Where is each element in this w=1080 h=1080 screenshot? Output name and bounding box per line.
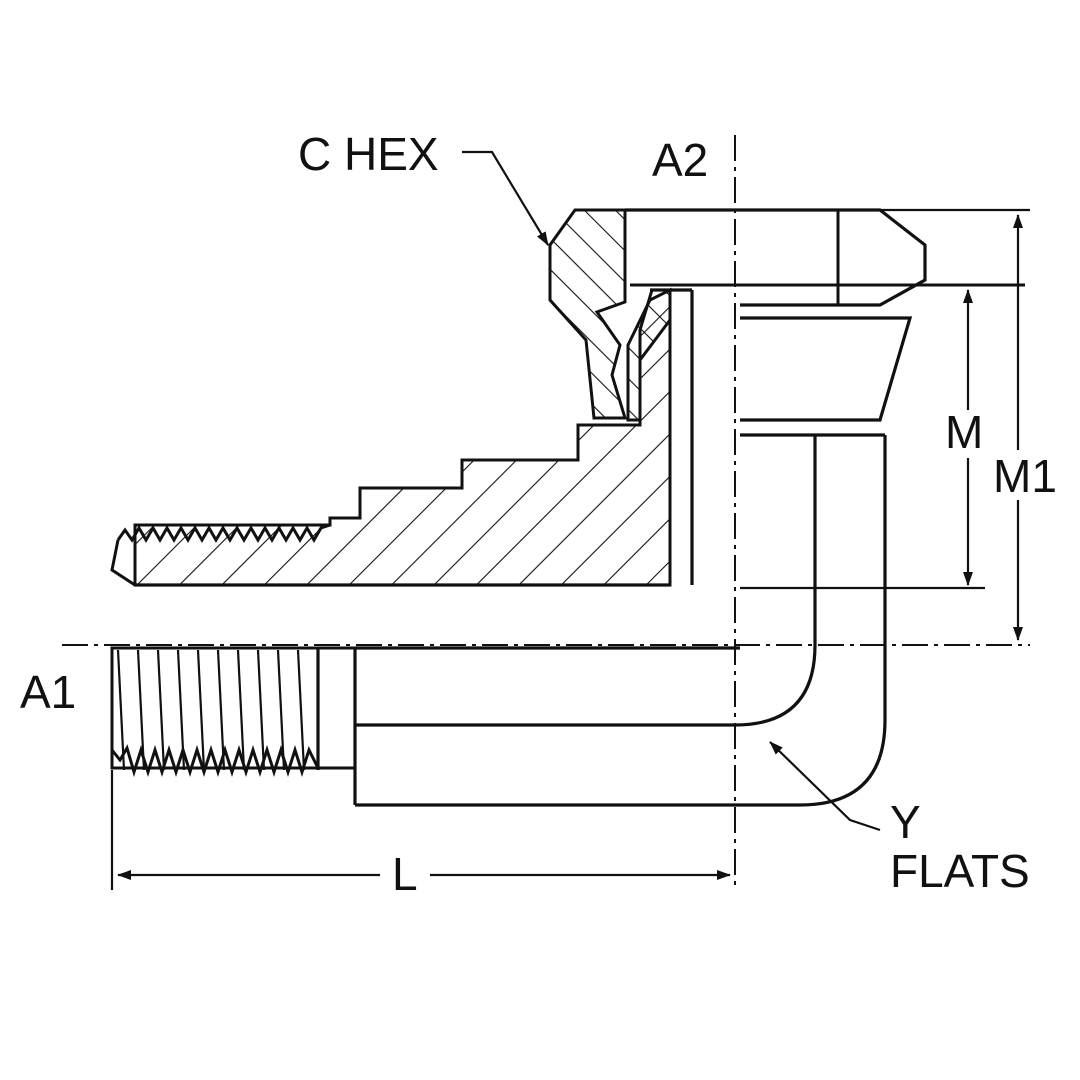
a1-label: A1 [20, 666, 76, 718]
l-label: L [392, 848, 418, 900]
c-hex-leader [462, 150, 549, 246]
elbow-outer-curve [355, 645, 887, 807]
thread-bottom [110, 744, 320, 778]
y-label: Y [890, 796, 921, 848]
nut-cone [740, 316, 913, 422]
thread-chamfer-top [110, 539, 136, 587]
a2-label: A2 [652, 134, 708, 186]
thread-lines [116, 649, 306, 771]
m-label: M [945, 406, 983, 458]
elbow-inner-curve [355, 644, 817, 727]
flats-label: FLATS [890, 845, 1030, 897]
thread-top [116, 523, 331, 543]
y-flats-leader [769, 741, 881, 832]
m1-label: M1 [993, 450, 1057, 502]
swivel-nut-section [548, 208, 628, 420]
c-hex-label: C HEX [298, 128, 439, 180]
seat-section [626, 287, 672, 422]
